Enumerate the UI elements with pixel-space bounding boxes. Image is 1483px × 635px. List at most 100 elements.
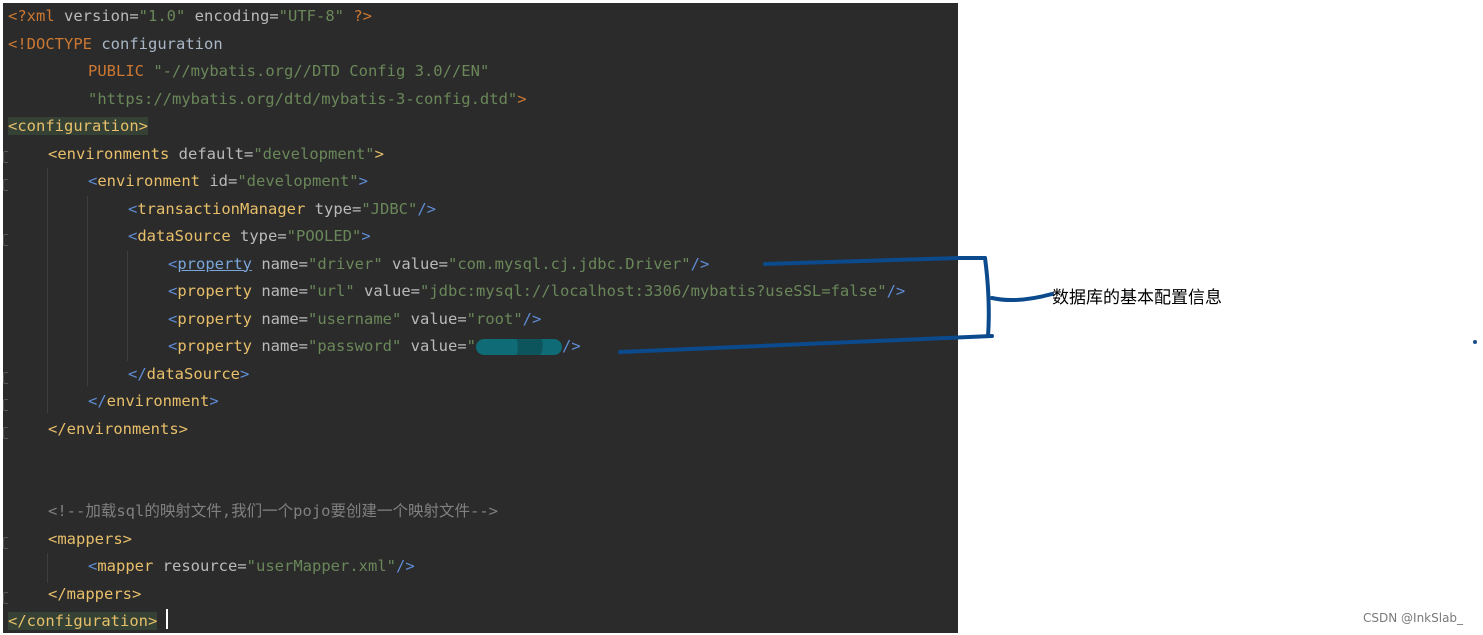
annotation-label: 数据库的基本配置信息 (1052, 288, 1222, 308)
annotation-stroke-bottom (618, 334, 994, 354)
tag-bracket: /> (562, 337, 581, 355)
fold-marker-icon[interactable] (3, 399, 8, 411)
tag-name-link[interactable]: property (177, 254, 252, 273)
code-line-3[interactable]: PUBLIC "-//mybatis.org//DTD Config 3.0//… (88, 58, 489, 86)
tag-name: property (177, 309, 252, 328)
fold-marker-icon[interactable] (3, 592, 8, 604)
public-keyword: PUBLIC (88, 62, 144, 80)
tag-bracket: < (88, 172, 98, 190)
code-line-6[interactable]: <environments default="development"> (48, 141, 384, 169)
code-line-1[interactable]: <?xml version="1.0" encoding="UTF-8" ?> (8, 3, 372, 31)
tag-bracket: < (48, 529, 58, 548)
configuration-open-tag: <configuration> (8, 117, 148, 135)
code-line-16[interactable]: </environments> (48, 416, 188, 444)
code-line-9[interactable]: <dataSource type="POOLED"> (128, 223, 371, 251)
fold-marker-icon[interactable] (3, 234, 8, 246)
attr-value: "userMapper.xml" (246, 557, 396, 575)
annotation-pointer (990, 292, 1054, 303)
attr-value: "url" (308, 282, 355, 300)
code-line-2[interactable]: <!DOCTYPE configuration (8, 31, 223, 59)
tag-bracket: </ (128, 364, 147, 383)
annotation-stroke-top (763, 256, 987, 266)
attr-value: " (466, 337, 476, 355)
code-editor[interactable]: <?xml version="1.0" encoding="UTF-8" ?> … (3, 3, 958, 633)
tag-bracket: /> (395, 557, 415, 575)
tag-bracket: < (128, 227, 138, 245)
attr-value: "JDBC" (361, 199, 418, 218)
tag-bracket: > (358, 172, 368, 190)
code-line-12[interactable]: <property name="username" value="root"/> (168, 306, 541, 334)
tag-name: mappers (57, 529, 123, 548)
fold-marker-icon[interactable] (3, 179, 8, 191)
attr-name: value= (354, 282, 420, 300)
code-line-22[interactable]: </mappers> (48, 581, 141, 609)
code-line-20[interactable]: <mappers> (48, 526, 132, 554)
attr-name: default= (169, 144, 254, 163)
tag-name: mappers (66, 584, 132, 603)
attr-value: "POOLED" (286, 227, 362, 245)
code-line-4[interactable]: "https://mybatis.org/dtd/mybatis-3-confi… (88, 86, 527, 114)
code-line-8[interactable]: <transactionManager type="JDBC"/> (128, 196, 436, 224)
attr-name: version= (64, 7, 139, 25)
tag-name: environments (66, 419, 179, 438)
attr-name: value= (401, 337, 467, 355)
code-line-5[interactable]: <configuration> (8, 113, 148, 141)
attr-value: "root" (466, 309, 523, 328)
tag-name: dataSource (137, 227, 231, 245)
code-line-19[interactable]: <!--加载sql的映射文件,我们一个pojo要创建一个映射文件--> (48, 498, 498, 526)
tag-bracket: </ (48, 584, 67, 603)
text-caret (166, 609, 168, 629)
code-line-21[interactable]: <mapper resource="userMapper.xml"/> (88, 553, 415, 581)
tag-bracket: /> (886, 282, 906, 300)
attr-name: id= (200, 172, 238, 190)
attr-value: "1.0" (138, 7, 186, 25)
tag-name: property (177, 337, 252, 355)
attr-value: "development" (253, 144, 375, 163)
tag-bracket: > (209, 392, 219, 410)
code-line-7[interactable]: <environment id="development"> (88, 168, 368, 196)
doctype-name: configuration (92, 34, 223, 53)
tag-bracket: > (122, 529, 133, 548)
xml-comment: <!--加载sql的映射文件,我们一个pojo要创建一个映射文件--> (48, 502, 498, 520)
tag-bracket: < (168, 254, 178, 273)
attr-name: name= (252, 282, 308, 300)
attr-name: name= (252, 337, 308, 355)
system-uri: "https://mybatis.org/dtd/mybatis-3-confi… (88, 89, 518, 108)
tag-bracket: > (374, 144, 384, 163)
code-line-14[interactable]: </dataSource> (128, 361, 249, 389)
fold-marker-icon[interactable] (3, 427, 8, 439)
fold-marker-icon[interactable] (3, 537, 8, 549)
tag-bracket: /> (522, 309, 542, 328)
tag-name: mapper (97, 557, 154, 575)
tag-bracket: > (240, 364, 250, 383)
code-line-23[interactable]: </configuration> (8, 608, 158, 633)
code-line-11[interactable]: <property name="url" value="jdbc:mysql:/… (168, 278, 905, 306)
code-line-15[interactable]: </environment> (88, 388, 219, 416)
tag-bracket: /> (690, 254, 710, 273)
tag-name: property (177, 282, 252, 300)
tag-bracket: </ (88, 392, 107, 410)
attr-name: name= (252, 254, 308, 273)
tag-name: environments (57, 144, 170, 163)
xml-decl-open: <?xml (8, 7, 64, 25)
tag-name: dataSource (146, 364, 240, 383)
xml-decl-close: ?> (343, 7, 372, 25)
fold-marker-icon[interactable] (3, 151, 8, 163)
fold-marker-icon[interactable] (3, 372, 8, 384)
attr-name: type= (305, 199, 362, 218)
attr-value: "username" (308, 309, 402, 328)
attr-name: resource= (153, 557, 247, 575)
code-line-13[interactable]: <property name="password" value="/> (168, 333, 581, 361)
indent-guide (127, 251, 128, 361)
watermark: CSDN @InkSlab_ (1363, 611, 1464, 625)
tag-bracket: < (168, 309, 178, 328)
tag-bracket: </ (48, 419, 67, 438)
tag-name: environment (97, 172, 200, 190)
tag-bracket: > (361, 227, 371, 245)
attr-name: value= (401, 309, 467, 328)
code-line-10[interactable]: <property name="driver" value="com.mysql… (168, 251, 709, 279)
indent-guide (47, 168, 48, 413)
redacted-password-mask (476, 338, 562, 355)
tag-bracket: < (128, 199, 138, 218)
